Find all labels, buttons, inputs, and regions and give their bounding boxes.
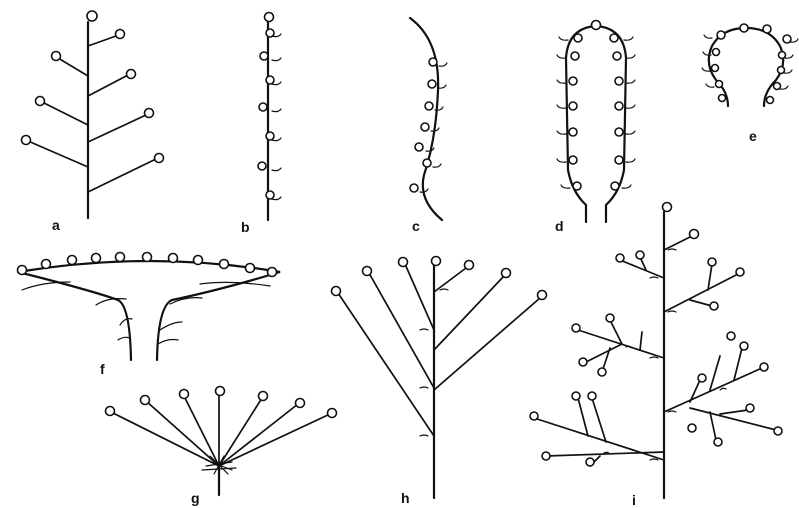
- panel-h-flowers: [332, 257, 547, 300]
- panel-d-flowers: [569, 21, 623, 191]
- panel-d-label: d: [555, 218, 564, 234]
- panel-g-umbel: g: [106, 387, 337, 507]
- panel-a-pedicels: [28, 36, 156, 192]
- panel-i-flowers: [530, 203, 782, 467]
- panel-b-bracts: [272, 34, 281, 200]
- panel-g-flowers: [106, 387, 337, 418]
- panel-h-label: h: [401, 490, 410, 506]
- panel-f-capitulum: f: [18, 253, 281, 378]
- panel-g-label: g: [191, 490, 200, 506]
- panel-f-involucral-bracts: [22, 282, 270, 344]
- panel-f-receptacle: [18, 261, 280, 360]
- panel-b-flowers: [258, 13, 274, 200]
- panel-i-panicle: i: [530, 203, 782, 508]
- panel-h-corymb: h: [332, 257, 547, 507]
- panel-d-spadix: d: [555, 21, 635, 235]
- panel-c-label: c: [412, 218, 420, 234]
- panel-b-label: b: [241, 219, 250, 235]
- panel-i-label: i: [632, 492, 636, 508]
- panel-e-spadix: e: [702, 24, 798, 144]
- panel-f-label: f: [100, 361, 105, 377]
- panel-f-flowers: [18, 253, 277, 277]
- panel-a-raceme: a: [22, 11, 164, 233]
- panel-c-flowers: [410, 58, 437, 192]
- panel-c-curved-spike: c: [410, 18, 447, 234]
- panel-e-label: e: [749, 128, 757, 144]
- panel-a-label: a: [52, 217, 60, 233]
- panel-h-pedicels: [338, 264, 540, 436]
- panel-b-spike: b: [241, 13, 281, 236]
